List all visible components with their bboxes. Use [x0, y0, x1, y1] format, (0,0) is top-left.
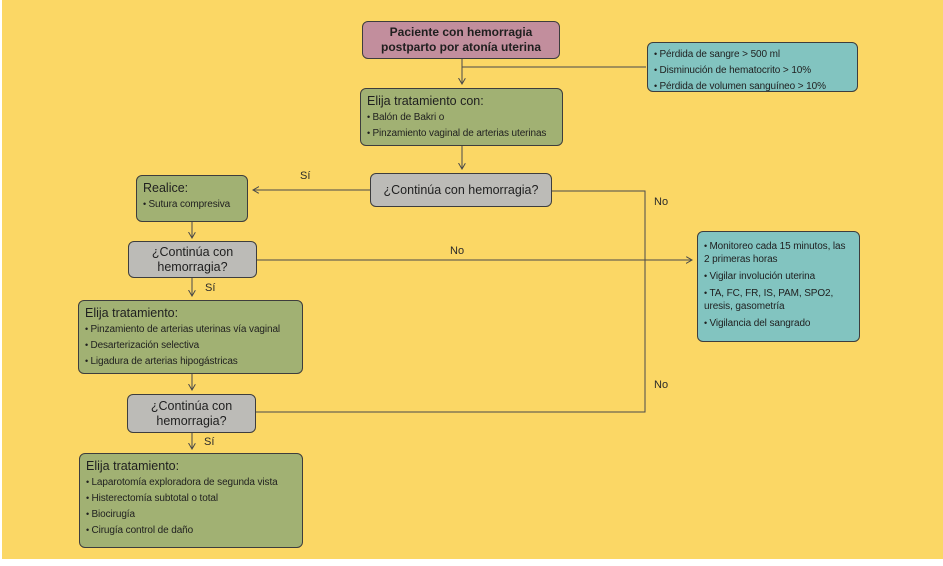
list-item: TA, FC, FR, IS, PAM, SPO2, uresis, gasom… [704, 287, 853, 313]
node-title: Elija tratamiento con: [367, 94, 484, 108]
list-item: Laparotomía exploradora de segunda vista [86, 476, 296, 489]
node-treatment-final: Elija tratamiento: Laparotomía explorado… [79, 453, 303, 548]
list-item: Vigilar involución uterina [704, 270, 853, 283]
node-treatment-initial: Elija tratamiento con: Balón de Bakri o … [360, 88, 563, 146]
node-decision-2: ¿Continúa con hemorragia? [128, 241, 257, 278]
node-start: Paciente con hemorragia postparto por at… [362, 21, 560, 59]
treatment-surgical-list: Pinzamiento de arterias uterinas vía vag… [85, 323, 296, 368]
node-criteria: Pérdida de sangre > 500 ml Disminución d… [647, 42, 858, 92]
edge-label-no-3: No [654, 379, 669, 391]
list-item: Balón de Bakri o [367, 111, 556, 124]
decision-label: ¿Continúa con hemorragia? [150, 398, 233, 428]
list-item: Pinzamiento vaginal de arterias uterinas [367, 127, 556, 140]
list-item: Ligadura de arterias hipogástricas [85, 355, 296, 368]
node-title: Realice: [143, 181, 189, 195]
criteria-list: Pérdida de sangre > 500 ml Disminución d… [654, 48, 851, 93]
treatment-initial-list: Balón de Bakri o Pinzamiento vaginal de … [367, 111, 556, 140]
edge-label-yes-1: Sí [300, 170, 311, 182]
node-title: Elija tratamiento: [85, 306, 179, 320]
suture-list: Sutura compresiva [143, 198, 241, 211]
list-item: Sutura compresiva [143, 198, 241, 211]
node-decision-3: ¿Continúa con hemorragia? [127, 394, 256, 433]
decision-label: ¿Continúa con hemorragia? [151, 244, 234, 274]
decision-label: ¿Continúa con hemorragia? [383, 182, 539, 197]
list-item: Pérdida de volumen sanguíneo > 10% [654, 80, 851, 93]
list-item: Biocirugía [86, 508, 296, 521]
list-item: Monitoreo cada 15 minutos, las 2 primera… [704, 240, 853, 266]
edge-label-yes-2: Sí [205, 282, 216, 294]
list-item: Vigilancia del sangrado [704, 317, 853, 330]
list-item: Histerectomía subtotal o total [86, 492, 296, 505]
node-suture: Realice: Sutura compresiva [136, 175, 248, 222]
treatment-final-list: Laparotomía exploradora de segunda vista… [86, 476, 296, 537]
list-item: Pérdida de sangre > 500 ml [654, 48, 851, 61]
node-treatment-surgical: Elija tratamiento: Pinzamiento de arteri… [78, 300, 303, 374]
start-title: Paciente con hemorragia postparto por at… [380, 25, 541, 54]
edge-label-no-1: No [654, 196, 669, 208]
node-decision-1: ¿Continúa con hemorragia? [370, 173, 552, 207]
node-monitoring: Monitoreo cada 15 minutos, las 2 primera… [697, 231, 860, 342]
node-title: Elija tratamiento: [86, 459, 180, 473]
monitoring-list: Monitoreo cada 15 minutos, las 2 primera… [704, 240, 853, 330]
edge-label-yes-3: Sí [204, 436, 215, 448]
list-item: Desarterización selectiva [85, 339, 296, 352]
edge-label-no-2: No [450, 245, 465, 257]
list-item: Disminución de hematocrito > 10% [654, 64, 851, 77]
list-item: Pinzamiento de arterias uterinas vía vag… [85, 323, 296, 336]
list-item: Cirugía control de daño [86, 524, 296, 537]
